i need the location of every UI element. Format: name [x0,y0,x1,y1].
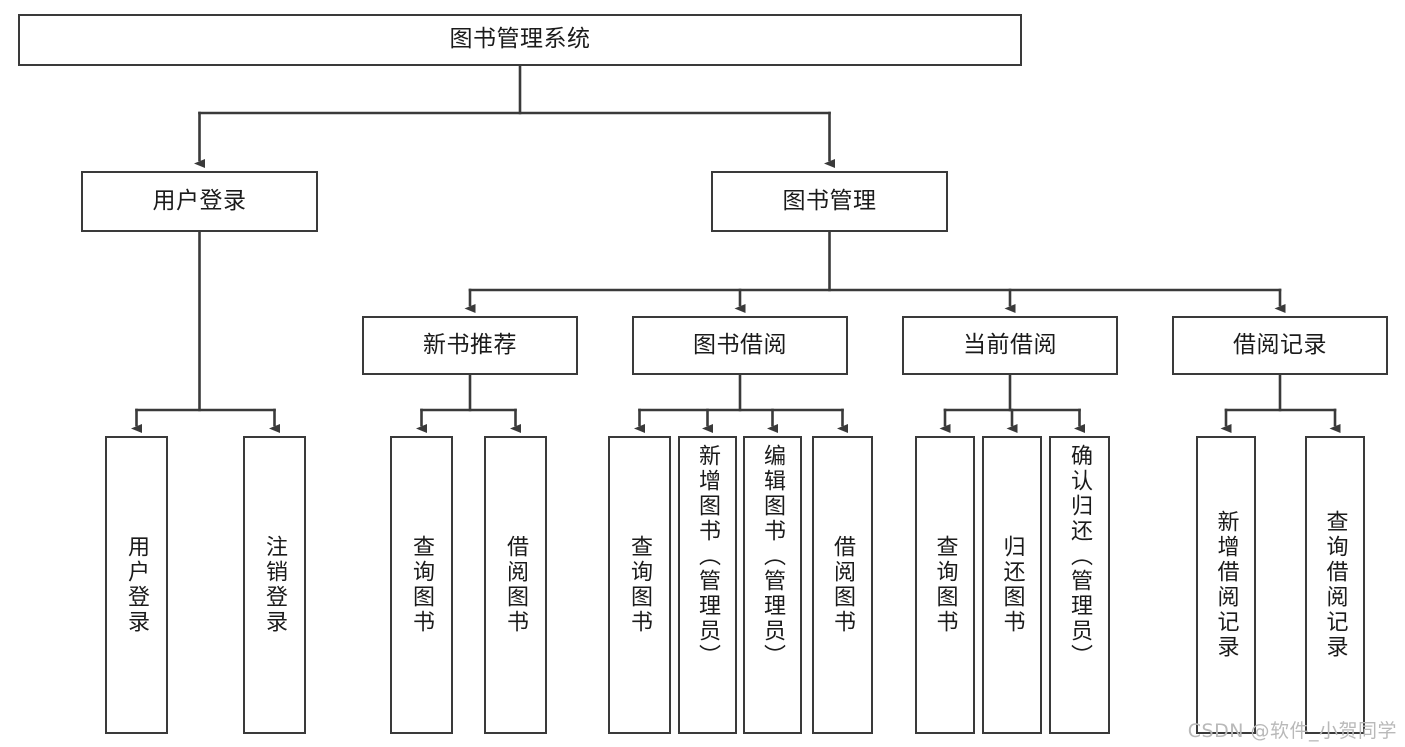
node-leaf-rec-query[interactable]: 查询图书 [390,436,453,734]
node-leaf-rec-add[interactable]: 新增借阅记录 [1196,436,1256,734]
node-label-book-manage: 图书管理 [782,187,877,214]
node-leaf-rec-search[interactable]: 查询借阅记录 [1305,436,1365,734]
node-leaf-rec-borrow[interactable]: 借阅图书 [484,436,547,734]
node-label-borrow-record: 借阅记录 [1233,331,1327,358]
node-new-book-rec[interactable]: 新书推荐 [362,316,578,375]
node-leaf-cur-return[interactable]: 归还图书 [982,436,1042,734]
node-label-user-login: 用户登录 [152,187,247,214]
node-leaf-cur-query[interactable]: 查询图书 [915,436,975,734]
node-label-leaf-borrow-query: 查询图书 [627,535,653,635]
node-label-book-borrow: 图书借阅 [693,331,787,358]
node-user-login[interactable]: 用户登录 [81,171,318,232]
node-label-new-book-rec: 新书推荐 [423,331,517,358]
node-label-leaf-rec-search: 查询借阅记录 [1322,510,1348,660]
node-label-leaf-rec-query: 查询图书 [409,535,435,635]
node-root[interactable]: 图书管理系统 [18,14,1022,66]
node-label-current-borrow: 当前借阅 [963,331,1057,358]
node-leaf-borrow-query[interactable]: 查询图书 [608,436,671,734]
node-label-leaf-book-add: 新增图书（管理员） [695,444,721,669]
node-leaf-book-add[interactable]: 新增图书（管理员） [678,436,737,734]
node-label-leaf-book-edit: 编辑图书（管理员） [760,444,786,669]
node-label-leaf-cur-query: 查询图书 [932,535,958,635]
node-borrow-record[interactable]: 借阅记录 [1172,316,1388,375]
node-book-borrow[interactable]: 图书借阅 [632,316,848,375]
node-leaf-cur-confirm[interactable]: 确认归还（管理员） [1049,436,1110,734]
node-label-leaf-rec-borrow: 借阅图书 [503,535,529,635]
node-label-leaf-user-login: 用户登录 [124,535,150,635]
watermark-text: CSDN @软件_小贺同学 [1187,720,1397,742]
node-label-leaf-rec-add: 新增借阅记录 [1213,510,1239,660]
node-book-manage[interactable]: 图书管理 [711,171,948,232]
node-leaf-book-edit[interactable]: 编辑图书（管理员） [743,436,802,734]
node-label-leaf-cur-confirm: 确认归还（管理员） [1067,444,1093,669]
node-leaf-user-logout[interactable]: 注销登录 [243,436,306,734]
node-label-leaf-user-logout: 注销登录 [262,535,288,635]
node-current-borrow[interactable]: 当前借阅 [902,316,1118,375]
node-label-root: 图书管理系统 [449,26,591,53]
node-leaf-user-login[interactable]: 用户登录 [105,436,168,734]
node-label-leaf-cur-return: 归还图书 [999,535,1025,635]
node-label-leaf-book-borrow: 借阅图书 [830,535,856,635]
node-leaf-book-borrow[interactable]: 借阅图书 [812,436,873,734]
